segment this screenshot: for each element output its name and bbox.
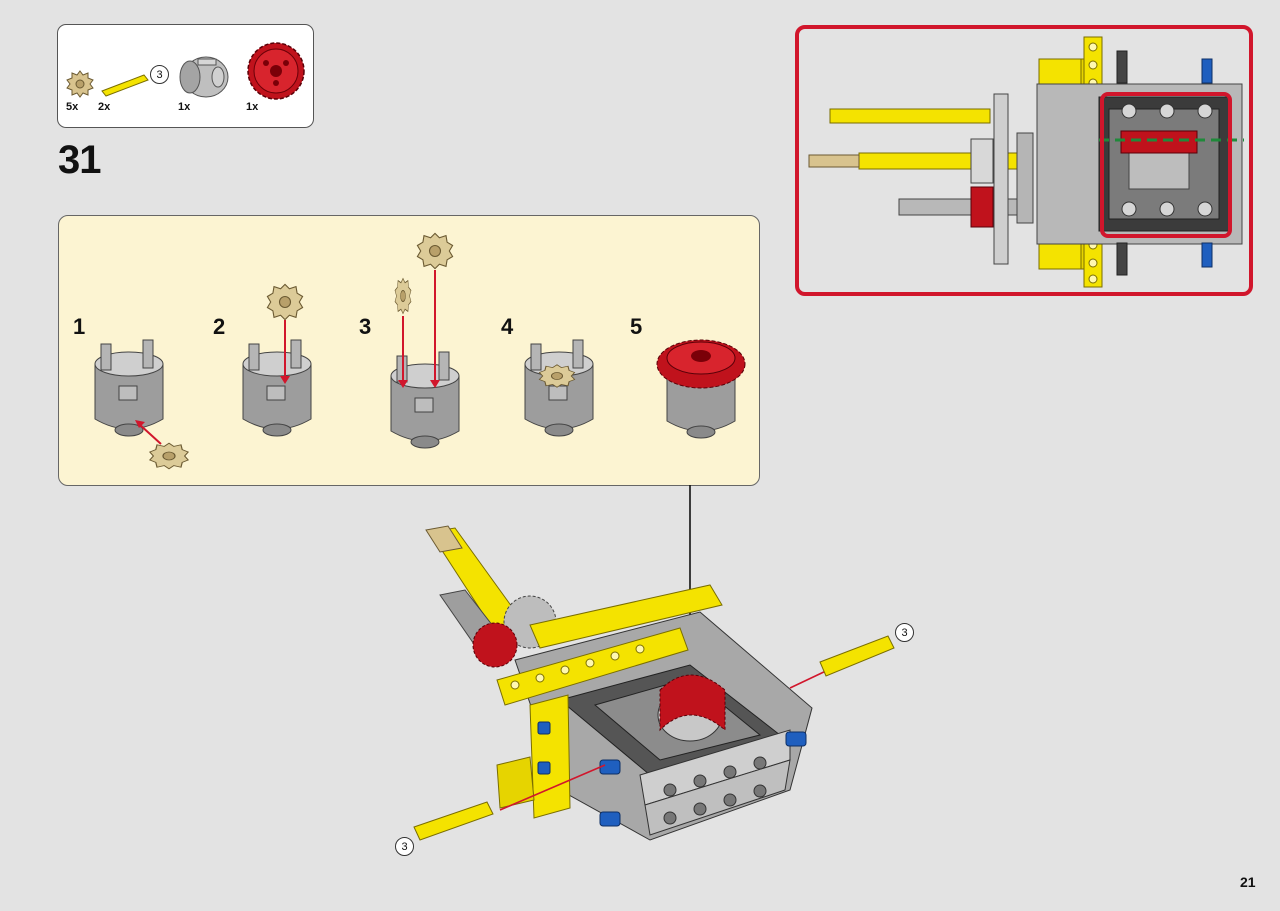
part-qty-yellow-axle: 2x (98, 101, 111, 113)
parts-list-box: 5x 3 2x 1x 1x (57, 24, 314, 128)
substep-number-2: 2 (213, 314, 226, 339)
substep-number-5: 5 (630, 314, 643, 339)
substep-number-3: 3 (359, 314, 372, 339)
step-number: 31 (58, 138, 101, 182)
part-qty-gray-housing: 1x (178, 101, 191, 113)
part-qty-red-gear: 1x (246, 101, 259, 113)
page-number: 21 (1240, 874, 1256, 890)
axle-length-callout: 3 (150, 65, 169, 84)
gray-housing-icon (179, 56, 229, 98)
axle-callout-bottom: 3 (395, 837, 414, 856)
substep-5-image (656, 339, 746, 439)
subassembly-box: 1 2 3 4 5 (58, 215, 760, 486)
substep-number-1: 1 (73, 314, 86, 339)
substep-number-4: 4 (501, 314, 514, 339)
reference-view-box (795, 25, 1253, 296)
reference-view-image (808, 36, 1244, 288)
axle-callout-top: 3 (895, 623, 914, 642)
tan-gear-icon (66, 70, 94, 98)
yellow-axle-icon (101, 74, 149, 97)
part-qty-tan-gear: 5x (66, 101, 79, 113)
red-gear-icon (247, 42, 305, 100)
substep-illustrations (94, 232, 746, 470)
